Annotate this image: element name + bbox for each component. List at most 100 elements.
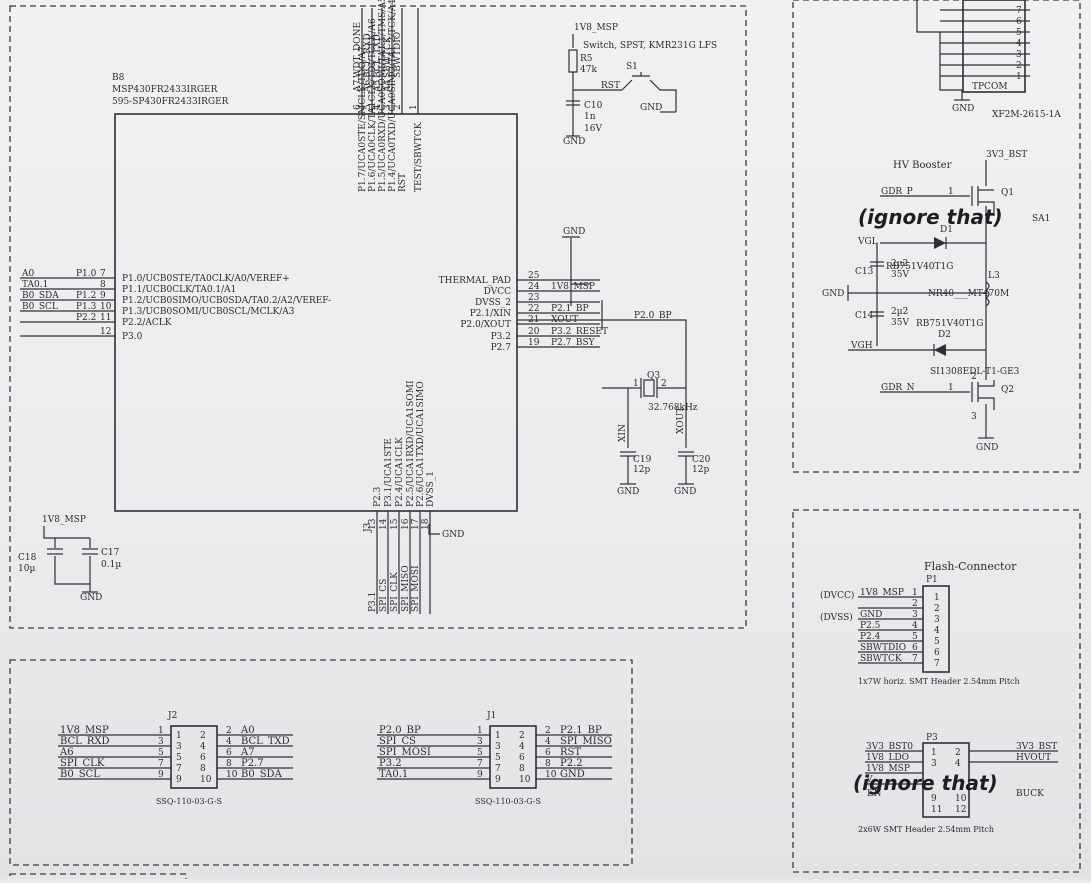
mcu-left-pin-name: P1.0/UCB0STE/TA0CLK/A0/VEREF+ — [122, 274, 290, 284]
q2-mosfet — [971, 380, 995, 410]
j2-right-net: B0_SDA — [241, 769, 283, 780]
j1-right-net: GND — [560, 769, 585, 780]
j2-right-outer-pin: 4 — [226, 737, 232, 747]
mcu-top-net: WDT_DONE — [353, 22, 363, 78]
d1-diode — [934, 237, 946, 249]
mcu-bottom-pin-name: P3.1/UCA1STE — [384, 438, 394, 507]
mcu-left-pin-number: 8 — [100, 280, 106, 290]
mcu-bottom-pin-number: 15 — [390, 518, 400, 530]
j1-odd-pin: 9 — [495, 775, 501, 785]
mcu-top-pin-name: P1.7/UCA0STE/SMCLK/TDO/A7 — [358, 46, 368, 192]
mcu-left-pin-number: 9 — [100, 291, 106, 301]
j1-even-pin: 10 — [519, 775, 531, 785]
tpcom-pin-number: 6 — [1016, 17, 1022, 27]
j2-ref: J2 — [167, 711, 177, 721]
flash-row-net: P2.5 — [860, 621, 881, 631]
c13-ref: C13 — [855, 267, 874, 277]
j2-even-pin: 2 — [200, 731, 206, 741]
mcu-right-pin-number: 20 — [528, 327, 540, 337]
p3-pin9: 9 — [931, 794, 937, 804]
c18-ref: C18 — [18, 553, 37, 563]
j2-odd-pin: 5 — [176, 753, 182, 763]
d2-diode — [934, 344, 946, 356]
c18-value: 10µ — [18, 564, 35, 574]
j1-right-net: RST — [560, 747, 581, 758]
flash-row-note: (DVSS) — [820, 612, 853, 623]
mcu-bottom-pin-name: P2.6/UCA1TXD/UCA1SIMO — [416, 381, 426, 507]
mcu-top-letter: A7 — [353, 80, 363, 93]
mcu-top-net: BCL_TXD — [373, 34, 383, 78]
mcu-top-pin-name: P1.6/UCA0CLK/TA1CLK/TDI/TCLK/A6 — [368, 18, 378, 192]
flash-ref: P1 — [926, 575, 938, 585]
ignore-note-top: (ignore that) — [858, 205, 1003, 229]
gdr-n-pin: 1 — [948, 383, 954, 393]
p3-left-net: V — [865, 775, 873, 785]
c17-value: 0.1µ — [101, 560, 121, 570]
flash-row-net: P2.4 — [860, 632, 881, 642]
p3-pin12: 12 — [955, 805, 966, 815]
j2-right-outer-pin: 6 — [226, 748, 232, 758]
l3-ref: L3 — [988, 271, 1000, 281]
q2-pin3: 3 — [971, 412, 977, 422]
c10-value: 1n — [584, 112, 596, 122]
s1-switch — [621, 72, 677, 112]
mcu-left-port: P1.0 — [76, 269, 97, 279]
flash-row-net: GND — [860, 610, 882, 620]
j2-right-outer-pin: 10 — [226, 770, 238, 780]
tpcom-gnd-wire — [916, 0, 963, 100]
j1-ref: J1 — [486, 711, 496, 721]
j3-gnd-label: GND — [442, 530, 464, 540]
mcu-left-net: B0_SCL — [22, 302, 58, 312]
decoupling-wires — [43, 526, 91, 592]
l3-part: NR40___MT470M — [928, 289, 1009, 299]
d2-part: RB751V40T1G — [916, 319, 983, 329]
c17-ref: C17 — [101, 548, 120, 558]
reset-switch-desc: Switch, SPST, KMR231G LFS — [583, 41, 717, 51]
mcu-bottom-net: SPI_CS — [379, 579, 389, 612]
c20-value: 12p — [692, 465, 709, 475]
j2-left-net: B0_SCL — [60, 769, 100, 780]
mcu-right-pin-number: 24 — [528, 282, 540, 292]
j1-odd-pin: 7 — [495, 764, 501, 774]
power-section-frame — [792, 0, 1081, 473]
mcu-block: B8 MSP430FR2433IRGER 595-SP430FR2433IRGE… — [20, 0, 608, 614]
headers-section-frame — [9, 659, 633, 866]
flash-row-pin-inner: 3 — [934, 615, 940, 625]
flash-row-pin-inner: 4 — [934, 626, 940, 636]
j1-left-net: P2.0_BP — [379, 725, 421, 736]
j1-right-outer-pin: 2 — [545, 726, 551, 736]
j1-right-outer-pin: 8 — [545, 759, 551, 769]
connector-section-frame — [792, 509, 1081, 873]
j2-left-outer-pin: 5 — [158, 748, 164, 758]
j2-left-net: BCL_RXD — [60, 736, 110, 747]
mcu-right-net: P2.1_BP — [551, 304, 589, 314]
j1-even-pin: 2 — [519, 731, 525, 741]
q2-pin2: 2 — [971, 372, 977, 382]
mcu-bottom-pin-name: P2.5/UCA1RXD/UCA1SOMI — [406, 380, 416, 507]
p3-pin10: 10 — [955, 794, 967, 804]
reset-rail-label: 1V8_MSP — [574, 23, 618, 33]
xin-label: XIN — [618, 424, 628, 442]
tpcom-gnd-label: GND — [952, 104, 974, 114]
p3-right-net-3: BUCK — [1016, 789, 1044, 799]
c14-ref: C14 — [855, 311, 874, 321]
mcu-bottom-pins: P2.313P3.1P3.1/UCA1STE14SPI_CSP2.4/UCA1C… — [368, 380, 436, 614]
mcu-top-pin-number: 1 — [409, 104, 419, 110]
p3-pin1: 1 — [931, 748, 937, 758]
tpcom-pin-number: 4 — [1016, 39, 1022, 49]
mcu-top-pins: WDT_DONE6P1.7/UCA0STE/SMCLK/TDO/A7BCL_RX… — [353, 0, 424, 192]
gdr-p-label: GDR_P — [881, 187, 913, 197]
p3-en-label: EN — [867, 789, 882, 799]
j1-right-net: SPI_MISO — [560, 736, 612, 747]
flash-row-note: (DVCC) — [820, 590, 854, 601]
mcu-left-pin-number: 12 — [100, 327, 111, 337]
mcu-top-net: BCL_RXD — [363, 33, 373, 78]
flash-row-pin-outer: 5 — [912, 632, 918, 642]
reset-circuit: 1V8_MSP Switch, SPST, KMR231G LFS R5 47k… — [563, 23, 717, 147]
mcu-section-frame — [9, 5, 747, 629]
q3-crystal — [643, 379, 655, 397]
mcu-bottom-pin-number: 17 — [411, 518, 421, 530]
